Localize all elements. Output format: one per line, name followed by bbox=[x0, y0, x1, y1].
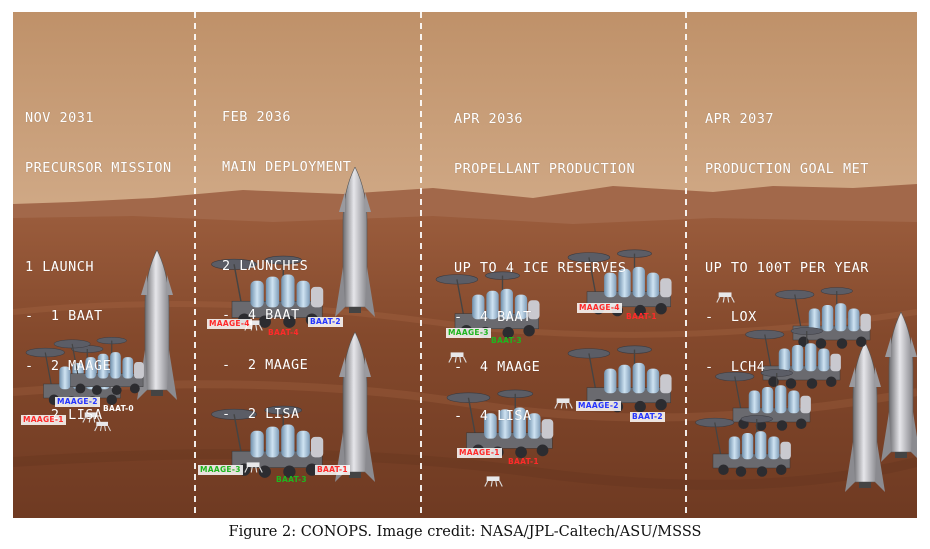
panel-title: MAIN DEPLOYMENT bbox=[222, 158, 352, 175]
panel-title: PROPELLANT PRODUCTION bbox=[454, 160, 636, 177]
panel-item: - 2 MAAGE bbox=[222, 356, 309, 373]
unit-tag: BAAT-0 bbox=[103, 404, 134, 413]
unit-tag: BAAT-1 bbox=[315, 465, 350, 475]
unit-tag: BAAT-1 bbox=[626, 312, 657, 321]
panel-summary: 1 LAUNCH bbox=[25, 258, 95, 275]
panel-title: PRECURSOR MISSION bbox=[25, 159, 172, 176]
unit-tag: BAAT-4 bbox=[268, 328, 299, 337]
panel-date: FEB 2036 bbox=[222, 109, 292, 125]
panel-summary: 2 LAUNCHES bbox=[222, 257, 309, 274]
panel-item: - LOX bbox=[705, 309, 757, 325]
unit-tag: MAAGE-1 bbox=[21, 415, 66, 425]
unit-tag: MAAGE-2 bbox=[55, 397, 100, 407]
panel-1-text: NOV 2031 PRECURSOR MISSION 1 LAUNCH - 1 … bbox=[25, 77, 172, 457]
panel-item: - 1 BAAT bbox=[25, 308, 103, 324]
panel-item: - 4 MAAGE bbox=[454, 358, 541, 375]
unit-tag: MAAGE-4 bbox=[207, 319, 252, 329]
unit-tag: MAAGE-1 bbox=[457, 448, 502, 458]
unit-tag: BAAT-2 bbox=[630, 412, 665, 422]
panel-date: NOV 2031 bbox=[25, 110, 95, 126]
unit-tag: BAAT-2 bbox=[308, 317, 343, 327]
mars-scene bbox=[13, 12, 917, 518]
panel-item: - 4 BAAT bbox=[222, 307, 300, 323]
panel-4-text: APR 2037 PRODUCTION GOAL MET UP TO 100T … bbox=[705, 78, 869, 408]
unit-tag: MAAGE-3 bbox=[446, 328, 491, 338]
panel-date: APR 2036 bbox=[454, 111, 524, 127]
panel-date: APR 2037 bbox=[705, 111, 775, 127]
panel-title: PRODUCTION GOAL MET bbox=[705, 160, 869, 177]
unit-tag: BAAT-1 bbox=[508, 457, 539, 466]
panel-2-text: FEB 2036 MAIN DEPLOYMENT 2 LAUNCHES - 4 … bbox=[222, 76, 351, 456]
panel-3-text: APR 2036 PROPELLANT PRODUCTION UP TO 4 I… bbox=[454, 78, 635, 458]
unit-tag: MAAGE-3 bbox=[198, 465, 243, 475]
panel-summary: UP TO 100T PER YEAR bbox=[705, 259, 869, 276]
panel-item: - 2 LISA bbox=[222, 406, 300, 422]
sky bbox=[13, 12, 917, 212]
panel-item: - 4 LISA bbox=[454, 408, 532, 424]
figure-caption: Figure 2: CONOPS. Image credit: NASA/JPL… bbox=[228, 524, 702, 540]
unit-tag: MAAGE-4 bbox=[577, 303, 622, 313]
panel-item: - 4 BAAT bbox=[454, 309, 532, 325]
panel-item: - LCH4 bbox=[705, 358, 766, 375]
panel-item: - 2 MAAGE bbox=[25, 357, 112, 374]
unit-tag: MAAGE-2 bbox=[576, 401, 621, 411]
conops-figure: NOV 2031 PRECURSOR MISSION 1 LAUNCH - 1 … bbox=[13, 12, 917, 518]
unit-tag: BAAT-3 bbox=[491, 336, 522, 345]
panel-summary: UP TO 4 ICE RESERVES bbox=[454, 259, 627, 276]
unit-tag: BAAT-3 bbox=[276, 475, 307, 484]
